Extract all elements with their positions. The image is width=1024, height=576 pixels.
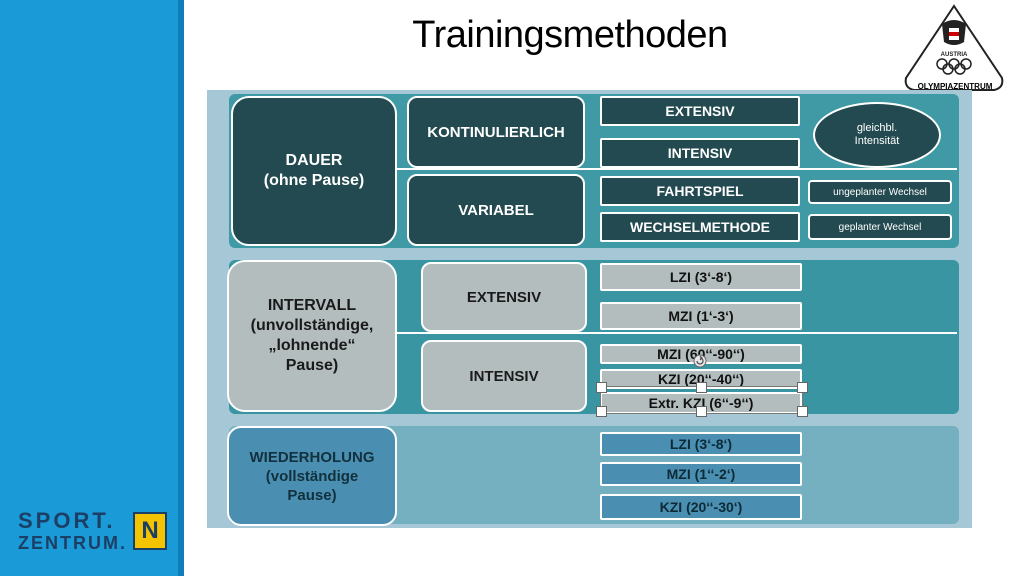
resize-handle-br[interactable]	[797, 406, 808, 417]
method-diagram: DAUER (ohne Pause) KONTINULIERLICH VARIA…	[207, 90, 972, 528]
logo-badge: N	[133, 512, 167, 550]
olympiazentrum-logo-icon: AUSTRIA	[904, 4, 1004, 91]
resize-handle-tr[interactable]	[797, 382, 808, 393]
intervall-mzi-intensiv: MZI (60‘‘-90‘‘)	[600, 344, 802, 364]
intervall-extr-kzi: Extr. KZI (6‘‘-9‘‘)	[600, 392, 802, 414]
intervall-lzi: LZI (3‘-8‘)	[600, 263, 802, 291]
gleichbl-intensitaet: gleichbl. Intensität	[813, 102, 941, 168]
sportzentrum-logo: SPORT. ZENTRUM. N	[18, 510, 168, 560]
rotate-handle-icon[interactable]	[693, 354, 707, 368]
sidebar-edge	[178, 0, 184, 576]
dauer-intensiv: INTENSIV	[600, 138, 800, 168]
intervall-intensiv-box: INTENSIV	[421, 340, 587, 412]
wiederholung-lzi: LZI (3‘-8‘)	[600, 432, 802, 456]
olympia-country: AUSTRIA	[941, 52, 968, 58]
fahrtspiel: FAHRTSPIEL	[600, 176, 800, 206]
dauer-divider	[397, 168, 957, 170]
intervall-category: INTERVALL (unvollständige, „lohnende“ Pa…	[227, 260, 397, 412]
intervall-extensiv-box: EXTENSIV	[421, 262, 587, 332]
intervall-mzi: MZI (1‘-3‘)	[600, 302, 802, 330]
resize-handle-tl[interactable]	[596, 382, 607, 393]
intervall-divider	[397, 332, 957, 334]
geplanter-wechsel: geplanter Wechsel	[808, 214, 952, 240]
logo-line1: SPORT.	[18, 508, 116, 533]
resize-handle-bl[interactable]	[596, 406, 607, 417]
resize-handle-tm[interactable]	[696, 382, 707, 393]
sidebar-bar	[0, 0, 178, 576]
wiederholung-category: WIEDERHOLUNG (vollständige Pause)	[227, 426, 397, 526]
wiederholung-mzi: MZI (1‘‘-2‘)	[600, 462, 802, 486]
slide-title: Trainingsmethoden	[412, 14, 728, 56]
dauer-category: DAUER (ohne Pause)	[231, 96, 397, 246]
kontinuierlich-box: KONTINULIERLICH	[407, 96, 585, 168]
olympia-name: OLYMPIAZENTRUM	[917, 82, 993, 91]
logo-line2: ZENTRUM.	[18, 533, 127, 553]
wechselmethode: WECHSELMETHODE	[600, 212, 800, 242]
variabel-box: VARIABEL	[407, 174, 585, 246]
wiederholung-kzi: KZI (20‘‘-30‘)	[600, 494, 802, 520]
ungeplanter-wechsel: ungeplanter Wechsel	[808, 180, 952, 204]
dauer-extensiv: EXTENSIV	[600, 96, 800, 126]
resize-handle-bm[interactable]	[696, 406, 707, 417]
